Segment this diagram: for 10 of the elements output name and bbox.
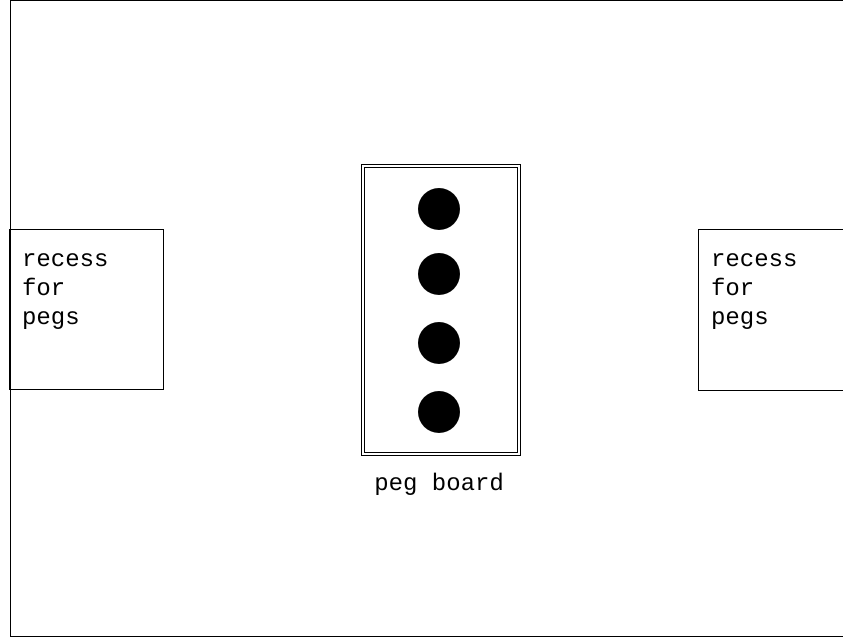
peg — [418, 391, 460, 433]
peg — [418, 253, 460, 295]
base-outline — [10, 0, 843, 637]
peg — [418, 188, 460, 230]
peg — [418, 322, 460, 364]
recess-box — [9, 229, 164, 390]
recess-label: recess for pegs — [710, 246, 798, 333]
recess-label: recess for pegs — [21, 246, 110, 333]
recess-box — [698, 229, 843, 391]
board-label: peg board — [373, 470, 505, 499]
